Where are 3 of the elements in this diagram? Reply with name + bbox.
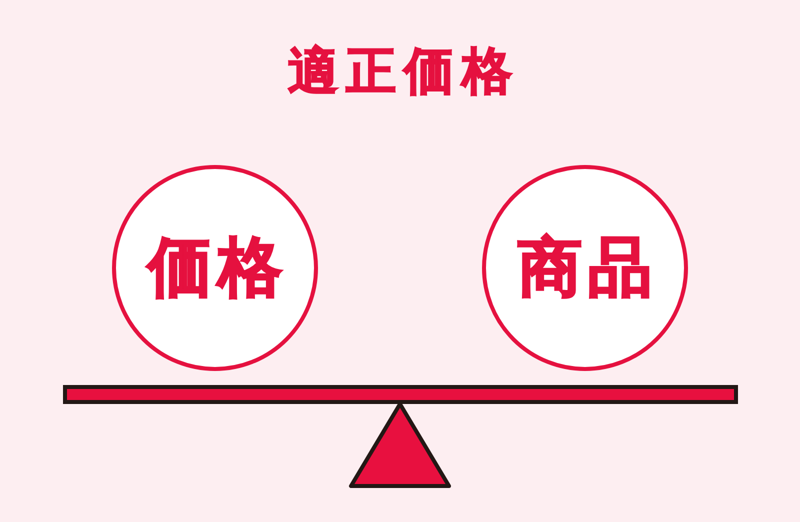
- node-label: 商品: [517, 232, 658, 304]
- node-label: 価格: [145, 232, 288, 304]
- title: 適正価格: [287, 41, 520, 102]
